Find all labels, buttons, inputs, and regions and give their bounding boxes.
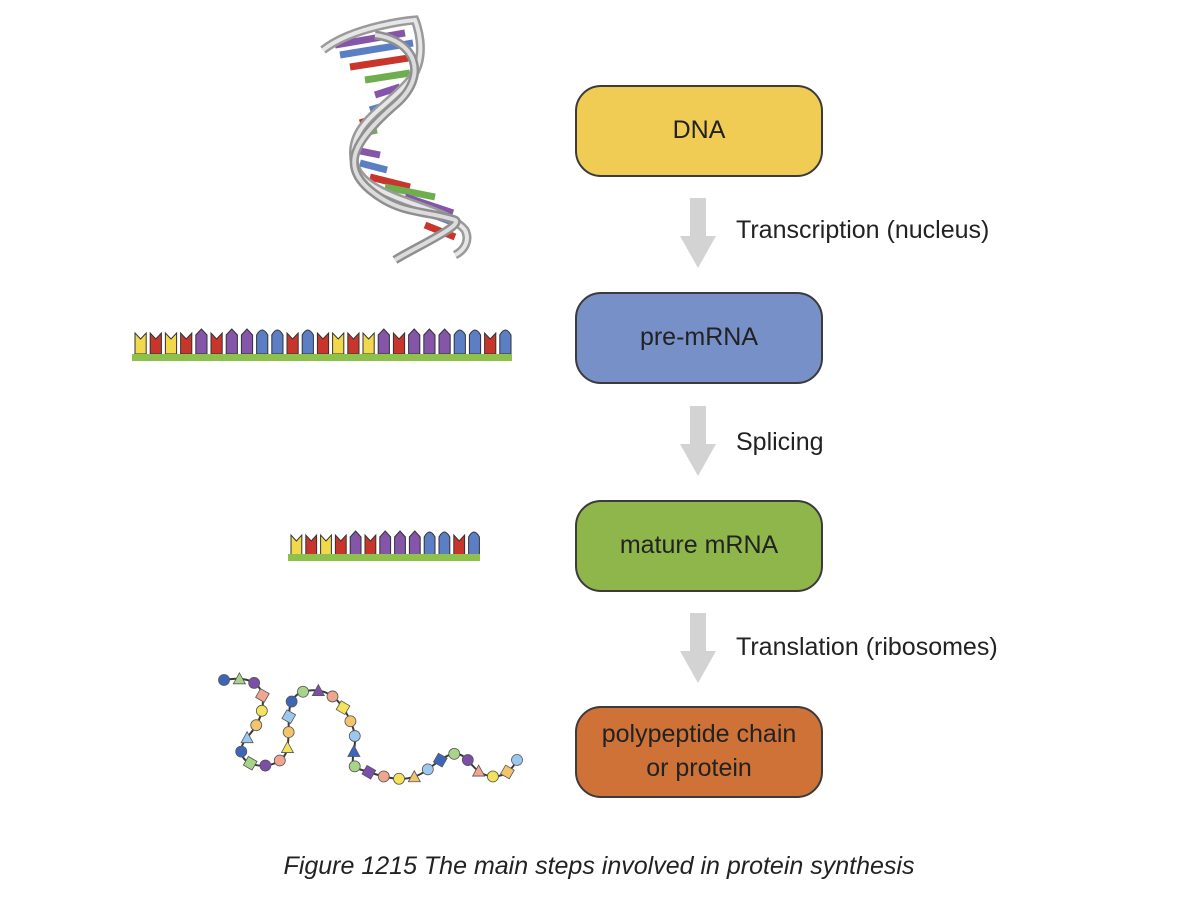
nucleotide bbox=[394, 530, 406, 557]
amino-acid-bead bbox=[361, 764, 377, 780]
amino-acid-bead bbox=[248, 677, 261, 689]
amino-acid-bead bbox=[487, 770, 499, 783]
base-pair bbox=[369, 173, 411, 191]
transcription-label: Transcription (nucleus) bbox=[736, 216, 990, 244]
amino-acid-bead bbox=[250, 719, 263, 732]
nucleotide bbox=[392, 331, 406, 355]
mature-mrna-box: mature mRNA bbox=[575, 500, 823, 592]
nucleotide bbox=[134, 331, 147, 355]
amino-acid-bead bbox=[421, 763, 434, 776]
polypeptide-chain-icon bbox=[218, 671, 523, 785]
mature-mrna-label: mature mRNA bbox=[619, 531, 779, 560]
nucleotide bbox=[316, 331, 330, 355]
amino-acid-bead bbox=[259, 759, 272, 772]
amino-acid-bead bbox=[297, 685, 309, 698]
nucleotide bbox=[256, 329, 269, 355]
nucleotide bbox=[240, 328, 254, 355]
protein-box: polypeptide chain or protein bbox=[575, 706, 823, 798]
nucleotide bbox=[290, 533, 303, 557]
amino-acid-bead bbox=[326, 690, 339, 703]
base-pair bbox=[384, 183, 436, 201]
translation-label: Translation (ribosomes) bbox=[736, 633, 998, 661]
amino-acid-bead bbox=[348, 730, 361, 742]
amino-acid-bead bbox=[255, 688, 270, 703]
nucleotide bbox=[286, 331, 299, 355]
nucleotide bbox=[377, 328, 390, 355]
nucleotide bbox=[305, 533, 318, 557]
figure-caption: Figure 1215 The main steps involved in p… bbox=[283, 852, 915, 880]
amino-acid-bead bbox=[273, 754, 286, 767]
amino-acid-bead bbox=[281, 709, 297, 725]
down-arrow-icon bbox=[680, 613, 716, 683]
nucleotide bbox=[468, 329, 482, 355]
pre-mrna-label: pre-mRNA bbox=[639, 323, 759, 352]
down-arrow-icon bbox=[680, 198, 716, 268]
pre-mrna-box: pre-mRNA bbox=[575, 292, 823, 384]
amino-acid-bead bbox=[511, 754, 523, 766]
amino-acid-bead bbox=[407, 769, 421, 783]
nucleotide bbox=[347, 331, 360, 355]
dna-label: DNA bbox=[672, 116, 726, 145]
nucleotide bbox=[423, 531, 436, 557]
nucleotide bbox=[195, 328, 208, 355]
amino-acid-bead bbox=[285, 695, 298, 708]
base-pair bbox=[349, 53, 416, 71]
amino-acid-bead bbox=[344, 715, 357, 728]
amino-acid-bead bbox=[377, 770, 390, 783]
amino-acid-bead bbox=[218, 674, 230, 686]
nucleotide bbox=[423, 328, 436, 355]
nucleotide bbox=[499, 329, 512, 355]
amino-acid-bead bbox=[311, 683, 326, 696]
nucleotide bbox=[332, 331, 345, 355]
protein-label-line1: polypeptide chain bbox=[601, 720, 797, 749]
nucleotide bbox=[271, 329, 284, 355]
nucleotide bbox=[164, 331, 178, 355]
nucleotide bbox=[225, 328, 238, 355]
base-pair bbox=[359, 159, 388, 174]
nucleotide bbox=[301, 329, 314, 355]
amino-acid-bead bbox=[393, 772, 405, 785]
nucleotide bbox=[438, 531, 451, 557]
dna-helix-icon bbox=[320, 15, 472, 264]
amino-acid-bead bbox=[448, 747, 461, 760]
nucleotide bbox=[334, 533, 347, 557]
amino-acid-bead bbox=[335, 700, 351, 716]
amino-acid-bead bbox=[235, 745, 248, 758]
nucleotide bbox=[453, 533, 466, 557]
nucleotide bbox=[484, 331, 497, 355]
base-pair bbox=[334, 29, 406, 49]
nucleotide bbox=[468, 531, 480, 557]
amino-acid-bead bbox=[432, 752, 448, 768]
pre-mrna-strand-icon bbox=[132, 328, 512, 361]
dna-box: DNA bbox=[575, 85, 823, 177]
nucleotide bbox=[320, 533, 332, 557]
nucleotide bbox=[408, 328, 421, 355]
nucleotide bbox=[149, 331, 162, 355]
amino-acid-bead bbox=[242, 755, 258, 771]
amino-acid-bead bbox=[282, 726, 295, 739]
amino-acid-bead bbox=[348, 760, 361, 773]
nucleotide bbox=[210, 331, 223, 355]
nucleotide bbox=[349, 530, 362, 557]
nucleotide bbox=[438, 328, 451, 355]
nucleotide bbox=[364, 533, 377, 557]
splicing-label: Splicing bbox=[736, 428, 824, 456]
down-arrow-icon bbox=[680, 406, 716, 476]
amino-acid-bead bbox=[255, 704, 268, 717]
nucleotide bbox=[362, 331, 375, 355]
amino-acid-bead bbox=[240, 730, 254, 744]
nucleotide bbox=[453, 329, 466, 355]
amino-acid-bead bbox=[347, 744, 361, 757]
nucleotide bbox=[379, 530, 392, 557]
protein-label-line2: or protein bbox=[646, 754, 752, 782]
amino-acid-bead bbox=[500, 764, 515, 780]
nucleotide bbox=[180, 331, 193, 355]
nucleotide bbox=[408, 530, 421, 557]
amino-acid-bead bbox=[471, 764, 486, 777]
amino-acid-bead bbox=[280, 740, 295, 753]
amino-acid-bead bbox=[461, 754, 474, 766]
amino-acid-bead bbox=[232, 671, 247, 685]
mature-mrna-strand-icon bbox=[288, 530, 480, 561]
base-pair bbox=[364, 69, 411, 84]
